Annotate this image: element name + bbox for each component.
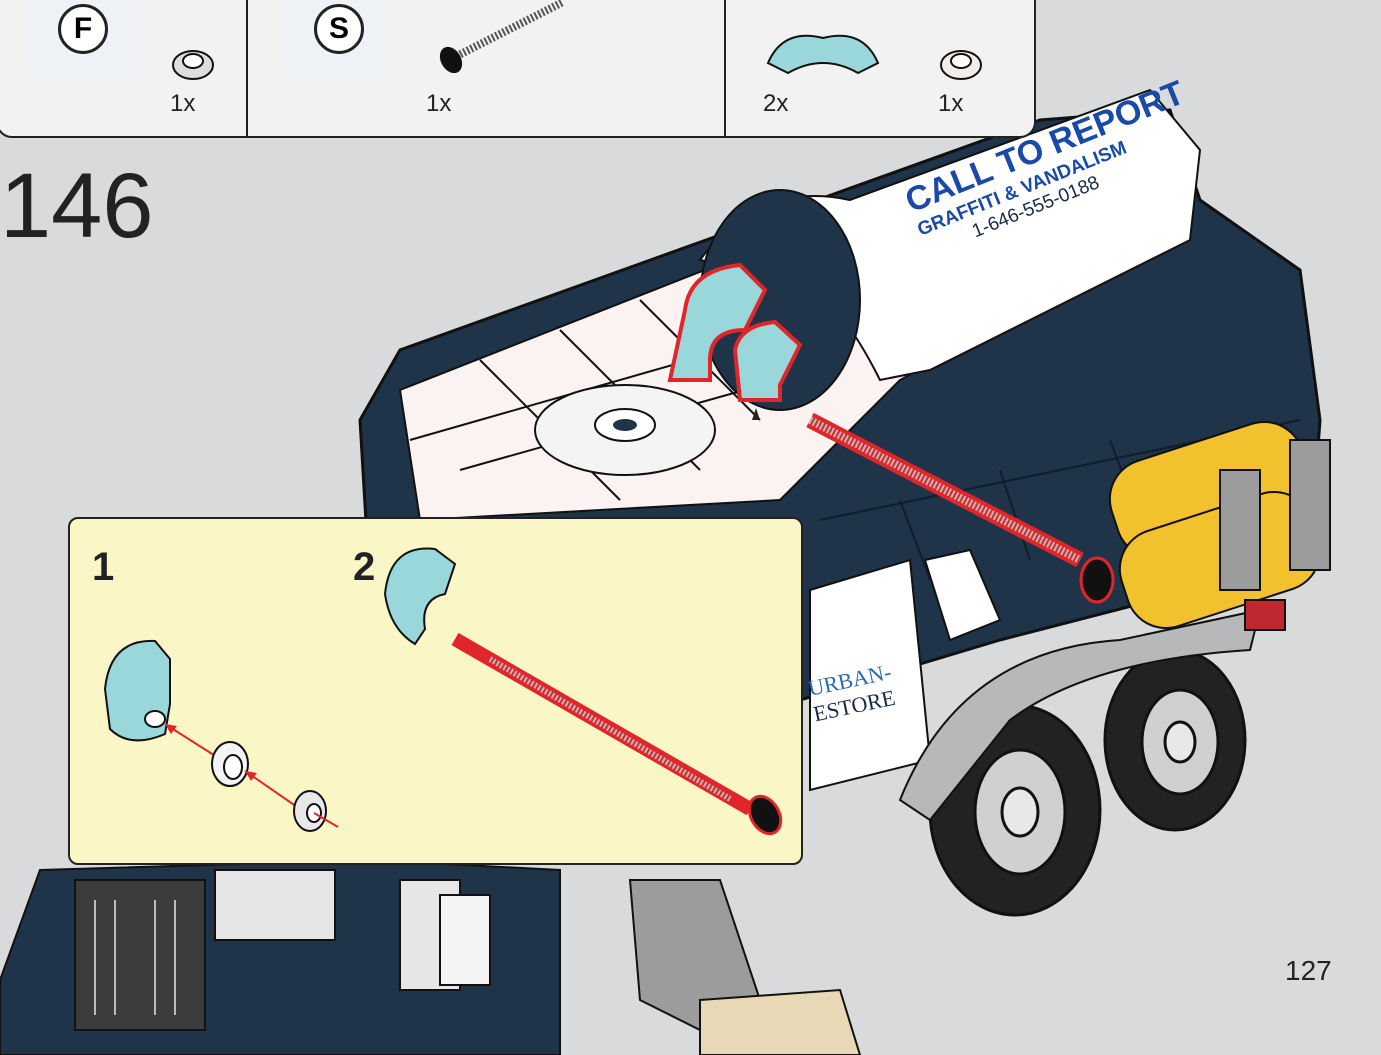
- part-quantity: 1x: [170, 90, 195, 118]
- step-number: 146: [0, 160, 154, 252]
- flex-hose-part-icon: [423, 0, 573, 88]
- elbow-part-icon: [763, 23, 883, 83]
- bag-letter-badge: F: [58, 4, 108, 54]
- part-quantity: 1x: [938, 90, 963, 118]
- parts-list: F 1x S 1x 2x 1x: [0, 0, 1036, 138]
- part-quantity: 1x: [426, 90, 451, 118]
- parts-divider: [246, 0, 248, 136]
- bag-letter-badge: S: [314, 4, 364, 54]
- round-plate-part-icon: [168, 43, 218, 83]
- parts-divider: [724, 0, 726, 136]
- page-number: 127: [1285, 955, 1332, 987]
- part-quantity: 2x: [763, 90, 788, 118]
- sub-assembly-callout: 1 2: [68, 517, 803, 865]
- round-plate-part-icon: [936, 43, 986, 83]
- callout-illustration: [70, 519, 801, 863]
